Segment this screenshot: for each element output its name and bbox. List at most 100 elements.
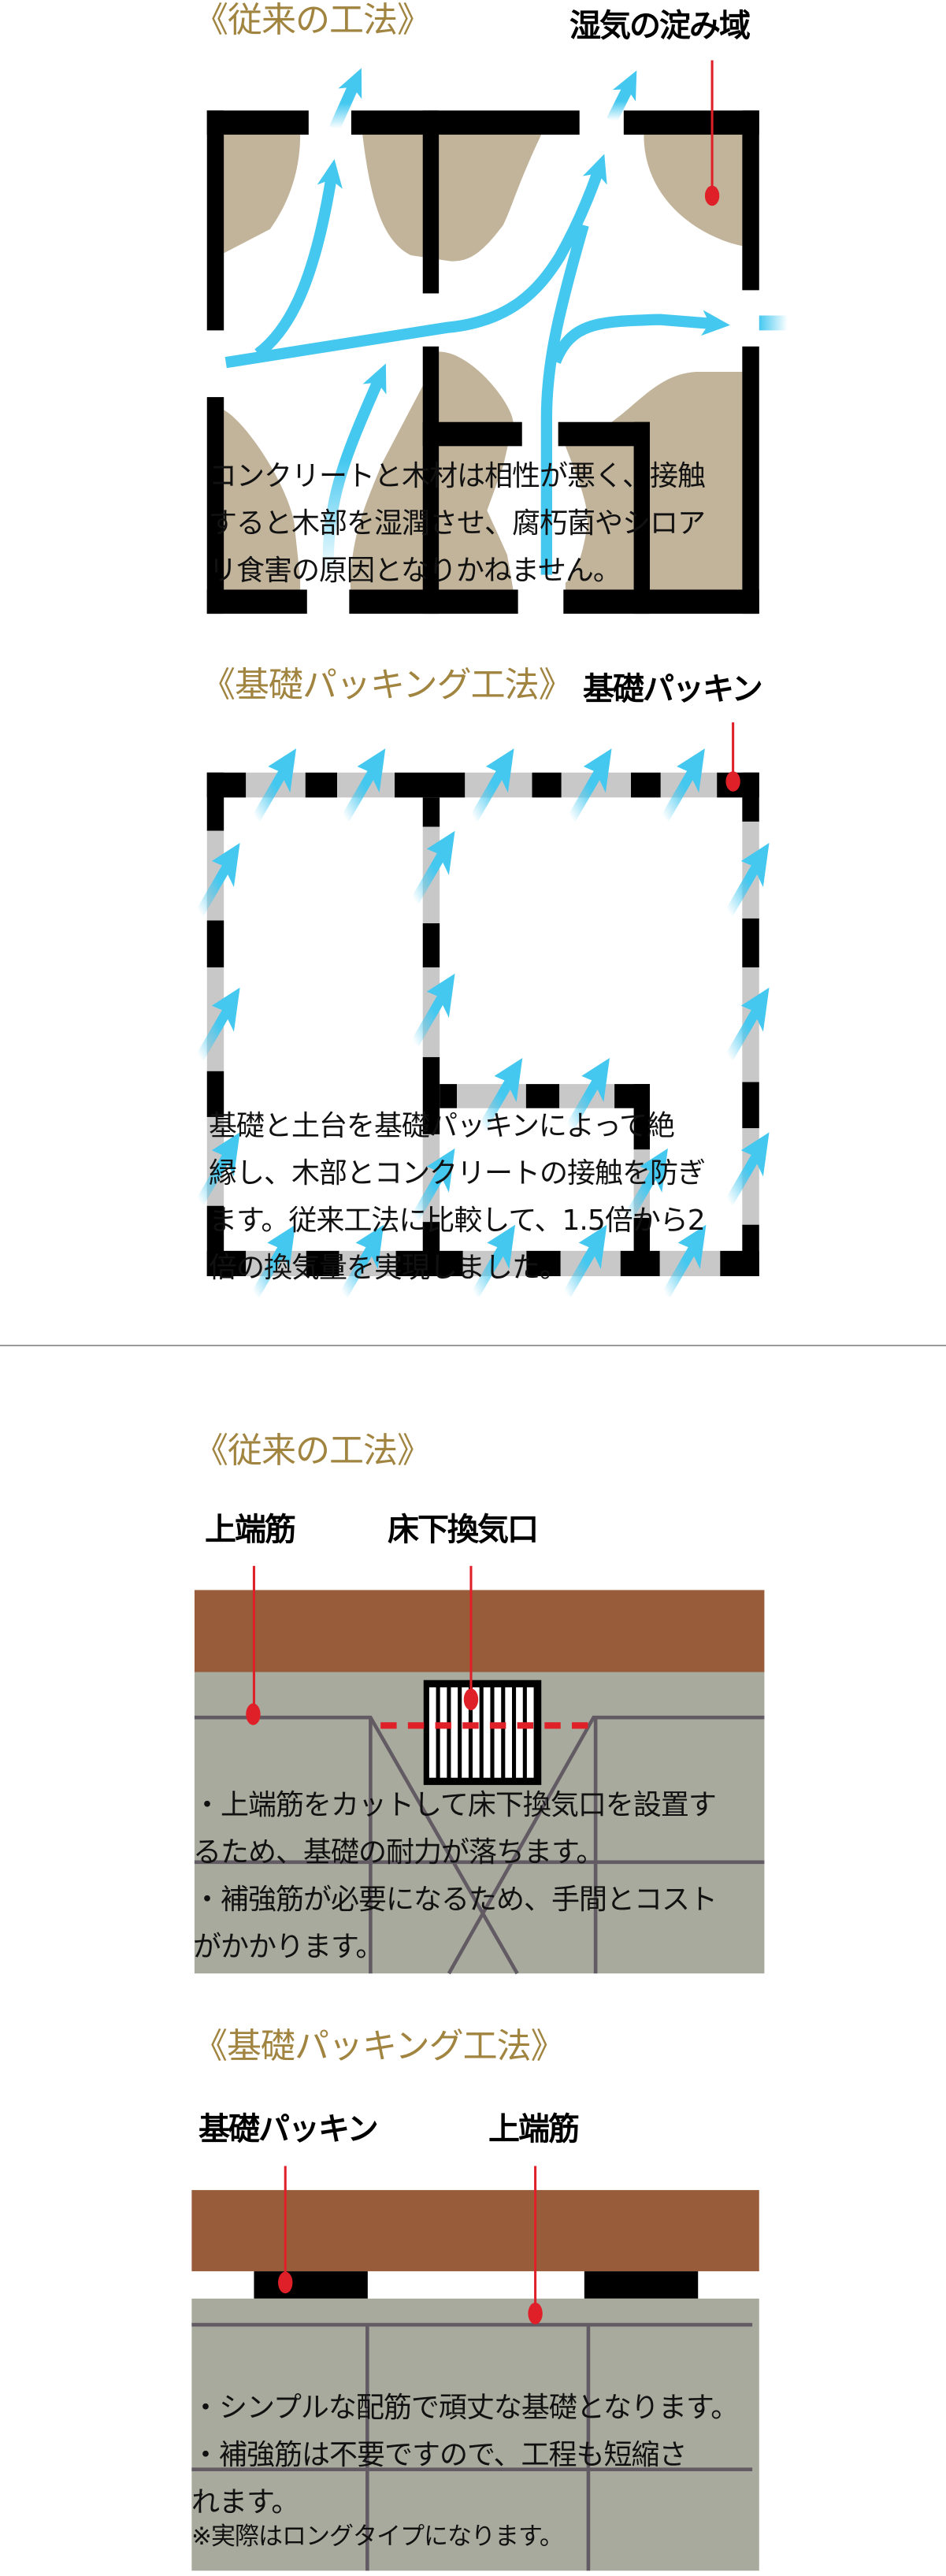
section-divider (0, 1345, 946, 1346)
foundation-packing (254, 2271, 368, 2299)
moisture-stagnation-callout: 湿気の淀み域 (569, 8, 751, 44)
airflow-arrow (224, 154, 607, 369)
wall-segment (631, 772, 661, 798)
description-line: 基礎と土台を基礎パッキンによって絶 (209, 1110, 675, 1142)
airflow-arrow (759, 315, 788, 331)
wall-segment (720, 1250, 759, 1276)
rebars (194, 1715, 765, 1975)
vent-slat (483, 1687, 491, 1778)
wall-segment (206, 1071, 224, 1117)
wall-segment (206, 1250, 247, 1276)
vent-slat (494, 1687, 502, 1778)
ventilation-arrow (725, 987, 770, 1061)
description-line: すると木部を湿潤させ、腐朽菌やシロア (209, 507, 706, 540)
wall-segment (422, 797, 440, 827)
rebars (191, 2322, 753, 2571)
description-line: るため、基礎の耐力が落ちます。 (193, 1836, 604, 1869)
ventilation-arrows (195, 748, 770, 1298)
moisture-zone (224, 134, 301, 254)
ventilation-arrow (410, 830, 455, 904)
conventional-plan-description: コンクリートと木材は相性が悪く、接触 すると木部を湿潤させ、腐朽菌やシロア リ食… (209, 453, 706, 595)
vent-slat (462, 1687, 469, 1778)
wall-segment (742, 918, 759, 968)
vent-slat (451, 1687, 458, 1778)
top-rebar (447, 1715, 765, 1975)
description-line: ・補強筋は不要ですので、工程も短縮さ (191, 2439, 688, 2471)
wall-segment (395, 1250, 463, 1276)
airflow-arrow (550, 310, 730, 365)
description-line: がかかります。 (193, 1931, 384, 1963)
ventilation-arrow (567, 748, 612, 822)
conventional-section-title: 《従来の工法》 (194, 1431, 432, 1471)
ventilation-arrow (410, 1148, 455, 1222)
airflow-arrows (224, 68, 788, 577)
wall-segment (422, 1056, 440, 1134)
wall-segment (306, 1250, 339, 1276)
airflow-arrow (254, 158, 343, 358)
description-line: 倍の換気量を実現しました。 (209, 1252, 568, 1284)
callout-dot (278, 2271, 293, 2294)
packing-callout: 基礎パッキン (198, 2111, 379, 2147)
vent-slat (505, 1687, 512, 1778)
wall-segment (206, 772, 224, 831)
ventilation-arrow (410, 973, 455, 1047)
footnote: ※実際はロングタイプになります。 (191, 2522, 564, 2551)
vent-slat (473, 1687, 480, 1778)
description-line: 縁し、木部とコンクリートの接触を防ぎ (209, 1157, 706, 1190)
wall-segment (532, 772, 562, 798)
wall-segment (620, 1250, 660, 1276)
ventilation-arrow (469, 748, 514, 822)
packing-section-diagram (191, 2166, 759, 2571)
description-line: ます。従来工法に比較して、1.5倍から2 (209, 1204, 706, 1237)
packing-section-title: 《基礎パッキング工法》 (193, 2026, 566, 2066)
packing-plan-title: 《基礎パッキング工法》 (201, 665, 573, 705)
packing-plan-diagram (195, 722, 770, 1298)
vent-slat (516, 1687, 523, 1778)
top-rebar-callout: 上端筋 (205, 1512, 296, 1548)
wall-segment (440, 1084, 458, 1108)
callout-dot (704, 185, 720, 206)
underfloor-vent (423, 1680, 542, 1785)
airflow-arrow (607, 70, 637, 124)
wall-segment (305, 772, 338, 798)
ventilation-arrow (339, 1224, 384, 1298)
ventilation-arrow (195, 987, 240, 1061)
description-line: ・上端筋をカットして床下換気口を設置す (193, 1789, 717, 1821)
ventilation-arrow (470, 1224, 516, 1298)
walls (206, 110, 759, 614)
moisture-zone (362, 134, 542, 262)
ventilation-arrow (195, 843, 240, 916)
wall-segment (395, 772, 466, 798)
wall-segment (525, 1084, 560, 1108)
wall-segment (742, 1082, 759, 1129)
airflow-arrow (328, 68, 362, 132)
ventilation-arrow (562, 1224, 607, 1298)
moisture-zone (644, 134, 743, 247)
ventilation-arrow (195, 1132, 240, 1205)
conventional-plan-title: 《従来の工法》 (194, 0, 432, 40)
description-line: ・補強筋が必要になるため、手間とコスト (193, 1884, 718, 1916)
foundation-packing (584, 2271, 699, 2299)
sill-wood (194, 1590, 765, 1672)
ventilation-arrow (725, 843, 770, 916)
callout-dot (528, 2302, 543, 2325)
vent-slat (440, 1687, 447, 1778)
conventional-plan-diagram (206, 60, 788, 614)
wall-segment (742, 772, 759, 822)
moisture-zone (224, 410, 301, 590)
ventilation-arrow (660, 748, 705, 822)
ventilation-arrow (623, 1148, 668, 1222)
vent-callout: 床下換気口 (388, 1512, 539, 1548)
conventional-section-diagram (194, 1565, 765, 1975)
callout-dot (725, 771, 740, 792)
packing-section-description: ・シンプルな配筋で頑丈な基礎となります。 ・補強筋は不要ですので、工程も短縮さ … (191, 2385, 739, 2526)
ventilation-arrow (662, 1224, 707, 1298)
top-rebar-callout: 上端筋 (488, 2111, 580, 2147)
ventilation-arrow (477, 1057, 523, 1131)
ventilation-arrow (251, 748, 297, 822)
ventilation-arrow (250, 1224, 295, 1298)
packing-callout: 基礎パッキン (583, 671, 763, 707)
ventilation-arrow (340, 748, 386, 822)
callout-dot (246, 1703, 261, 1725)
concrete-foundation (191, 2298, 759, 2571)
